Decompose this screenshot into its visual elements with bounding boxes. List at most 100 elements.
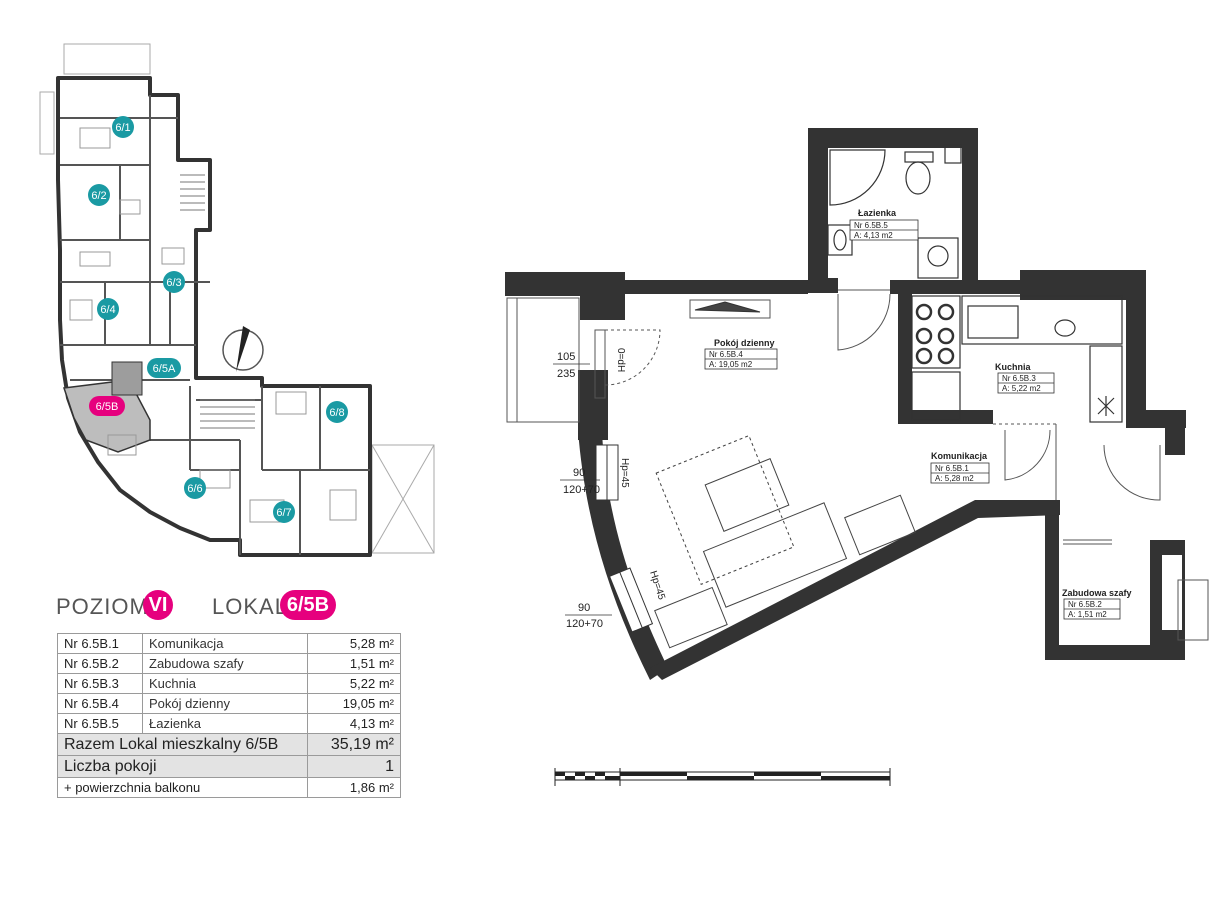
svg-text:6/5A: 6/5A [153, 363, 176, 375]
unit-marker-6-8[interactable] [326, 401, 348, 423]
svg-text:6/8: 6/8 [329, 407, 344, 419]
wardrobe-name: Zabudowa szafy [1062, 588, 1132, 598]
room-number: Nr 6.5B.2 [57, 653, 143, 674]
bath-area: A: 4,13 m2 [854, 231, 893, 240]
level-unit-header: POZIOM VI LOKAL 6/5B [56, 590, 396, 624]
key-selected-stair-area [111, 361, 143, 396]
room-number: Nr 6.5B.3 [57, 673, 143, 694]
level-word: POZIOM [56, 594, 149, 619]
label-living: Pokój dzienny Nr 6.5B.4 A: 19,05 m2 [704, 338, 778, 370]
room-name: Łazienka [142, 713, 308, 734]
wardrobe-nr: Nr 6.5B.2 [1068, 600, 1102, 609]
kitchen-name: Kuchnia [995, 362, 1031, 372]
living-area: A: 19,05 m2 [709, 360, 753, 369]
label-hall: Komunikacja Nr 6.5B.1 A: 5,28 m2 [930, 451, 990, 484]
unit-marker-6-7[interactable] [273, 501, 295, 523]
key-balcony-top [63, 43, 151, 75]
plan-windows [595, 299, 771, 633]
living-name: Pokój dzienny [714, 338, 775, 348]
wardrobe-area: A: 1,51 m2 [1068, 610, 1107, 619]
plan-diagonal-wall [650, 500, 1060, 680]
svg-text:6/3: 6/3 [166, 277, 181, 289]
total-label: Razem Lokal mieszkalny 6/5B [57, 733, 308, 756]
plan-curved-wall [578, 430, 668, 680]
room-name: Zabudowa szafy [142, 653, 308, 674]
level-badge: VI [143, 590, 173, 620]
scale-bar [554, 768, 891, 786]
key-furniture [69, 127, 357, 523]
unit-marker-6-3[interactable] [163, 271, 185, 293]
unit-marker-6-6[interactable] [184, 477, 206, 499]
hall-nr: Nr 6.5B.1 [935, 464, 969, 473]
key-unit-markers: 6/1 6/2 6/3 6/4 6/5A 6/5B 6/6 6/7 6/8 [88, 116, 348, 523]
label-wardrobe: Zabudowa szafy Nr 6.5B.2 A: 1,51 m2 [1062, 588, 1132, 620]
window2-height: 120+70 [566, 618, 603, 630]
unit-marker-6-2[interactable] [88, 184, 110, 206]
label-bath: Łazienka Nr 6.5B.5 A: 4,13 m2 [849, 208, 919, 241]
kitchen-area: A: 5,22 m2 [1002, 384, 1041, 393]
balcony-row: + powierzchnia balkonu 1,86 m² [57, 777, 401, 798]
unit-marker-6-1[interactable] [112, 116, 134, 138]
plan-bath-fixtures [827, 144, 962, 279]
window2-width: 90 [578, 602, 590, 614]
table-row: Nr 6.5B.1 Komunikacja 5,28 m² [57, 633, 401, 654]
hall-area: A: 5,28 m2 [935, 474, 974, 483]
svg-text:6/2: 6/2 [91, 190, 106, 202]
unit-marker-6-5a[interactable] [147, 358, 181, 378]
table-row: Nr 6.5B.4 Pokój dzienny 19,05 m² [57, 693, 401, 714]
window1-height: 120+70 [563, 484, 600, 496]
rooms-count-row: Liczba pokoji 1 [57, 755, 401, 778]
room-area-table: Nr 6.5B.1 Komunikacja 5,28 m² Nr 6.5B.2 … [57, 633, 401, 798]
unit-word: LOKAL [212, 594, 288, 619]
window1-sill: Hp=45 [619, 458, 630, 488]
room-number: Nr 6.5B.5 [57, 713, 143, 734]
balcony-door-width: 105 [557, 351, 575, 363]
window1-width: 90 [573, 467, 585, 479]
key-balcony-left [39, 91, 55, 155]
room-number: Nr 6.5B.4 [57, 693, 143, 714]
balcony-value: 1,86 m² [307, 777, 401, 798]
svg-text:6/5B: 6/5B [96, 401, 119, 413]
plan-kitchen-fixtures [911, 295, 1123, 423]
rooms-count-value: 1 [307, 755, 401, 778]
bath-nr: Nr 6.5B.5 [854, 221, 888, 230]
building-key-plan: 6/1 6/2 6/3 6/4 6/5A 6/5B 6/6 6/7 6/8 [39, 43, 435, 557]
label-kitchen: Kuchnia Nr 6.5B.3 A: 5,22 m2 [995, 362, 1055, 394]
unit-marker-6-4[interactable] [97, 298, 119, 320]
svg-text:6/6: 6/6 [187, 483, 202, 495]
room-area: 19,05 m² [307, 693, 401, 714]
rooms-count-label: Liczba pokoji [57, 755, 308, 778]
plan-living-furniture [654, 434, 916, 649]
kitchen-nr: Nr 6.5B.3 [1002, 374, 1036, 383]
key-interior-walls [60, 95, 370, 555]
hall-name: Komunikacja [931, 451, 988, 461]
plan-dimensions: 105 235 0=dH 90 120+70 Hp=45 90 120+70 H… [553, 348, 667, 630]
north-arrow-icon [222, 326, 264, 372]
svg-text:6/4: 6/4 [100, 304, 115, 316]
balcony-door-height: 235 [557, 368, 575, 380]
plan-balcony-door [594, 329, 661, 399]
table-row: Nr 6.5B.5 Łazienka 4,13 m² [57, 713, 401, 734]
bath-name: Łazienka [858, 208, 897, 218]
room-area: 4,13 m² [307, 713, 401, 734]
room-area: 5,28 m² [307, 633, 401, 654]
total-row: Razem Lokal mieszkalny 6/5B 35,19 m² [57, 733, 401, 756]
table-row: Nr 6.5B.2 Zabudowa szafy 1,51 m² [57, 653, 401, 674]
room-area: 5,22 m² [307, 673, 401, 694]
room-name: Komunikacja [142, 633, 308, 654]
unit-badge: 6/5B [280, 590, 336, 620]
table-row: Nr 6.5B.3 Kuchnia 5,22 m² [57, 673, 401, 694]
room-name: Pokój dzienny [142, 693, 308, 714]
plan-doors [837, 289, 1209, 641]
living-nr: Nr 6.5B.4 [709, 350, 743, 359]
key-stairs [180, 174, 255, 429]
window2-sill: Hp=45 [647, 570, 667, 602]
balcony-door-sill: 0=dH [615, 348, 626, 372]
plan-balcony [506, 297, 580, 423]
total-value: 35,19 m² [307, 733, 401, 756]
balcony-label: + powierzchnia balkonu [57, 777, 308, 798]
svg-text:6/1: 6/1 [115, 122, 130, 134]
room-name: Kuchnia [142, 673, 308, 694]
unit-marker-6-5b[interactable] [89, 396, 125, 416]
room-number: Nr 6.5B.1 [57, 633, 143, 654]
